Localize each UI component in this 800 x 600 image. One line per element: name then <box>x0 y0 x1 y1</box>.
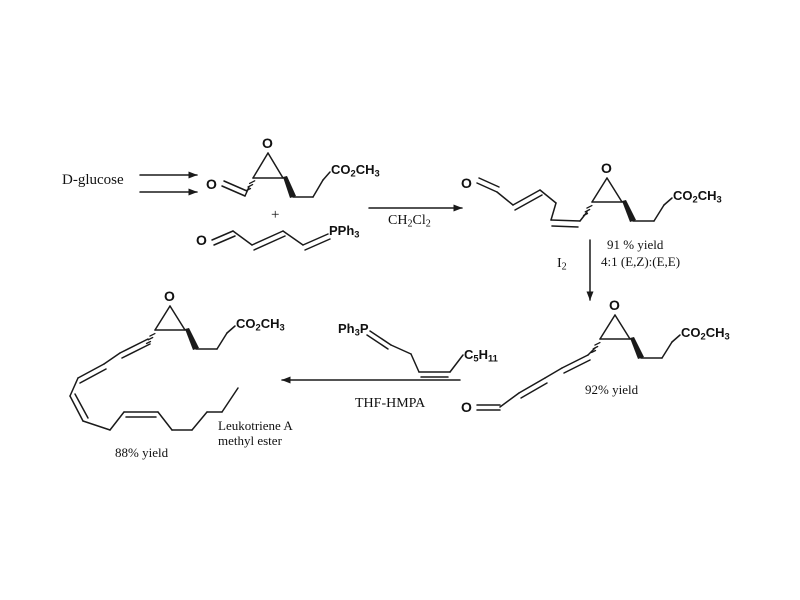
yield-step3: 88% yield <box>115 445 169 460</box>
structure-EE-dienal-epoxide-ester <box>476 314 681 411</box>
ester-label-structure4: CO2CH3 <box>236 316 285 333</box>
hashed-bond-structure2 <box>582 204 593 217</box>
condition-step1-solvent: CH2Cl2 <box>388 213 431 230</box>
structure-epoxy-aldehyde-ester <box>221 152 331 198</box>
phosphorane-label-2: Ph3P <box>338 321 369 338</box>
yield-step1: 91 % yield <box>607 237 664 252</box>
arrow-dglucose-multistep <box>139 171 198 196</box>
aldehyde-oxygen-structure2: O <box>461 175 472 191</box>
epoxide-oxygen-structure4: O <box>164 288 175 304</box>
condition-step3-solvent: THF-HMPA <box>355 396 426 411</box>
epoxide-oxygen-structure3: O <box>609 297 620 313</box>
plus-sign: + <box>271 207 280 223</box>
structure-dienyl-phosphorane <box>211 230 331 251</box>
aldehyde-oxygen-structure3: O <box>461 399 472 415</box>
aldehyde-oxygen-phosphorane1: O <box>196 232 207 248</box>
product-caption: Leukotriene A methyl ester <box>218 418 293 448</box>
epoxide-oxygen-structure2: O <box>601 160 612 176</box>
product-caption-line1: Leukotriene A <box>218 418 293 433</box>
hashed-bond-structure4 <box>145 332 156 345</box>
hashed-bond-structure1 <box>245 180 256 192</box>
label-d-glucose: D-glucose <box>62 172 124 188</box>
epoxide-oxygen-structure1: O <box>262 135 273 151</box>
hashed-bond-structure3 <box>590 341 601 354</box>
structure-dienal-epoxide-ester <box>476 177 673 228</box>
structure-pentenyl-phosphorane <box>366 330 464 378</box>
condition-step2-reagent: I2 <box>557 256 567 273</box>
ester-label-structure1: CO2CH3 <box>331 162 380 179</box>
pentyl-label: C5H11 <box>464 347 498 364</box>
aldehyde-oxygen-structure1: O <box>206 176 217 192</box>
product-caption-line2: methyl ester <box>218 432 282 448</box>
structure-leukotriene-a-methyl-ester <box>69 305 239 431</box>
ester-label-structure3: CO2CH3 <box>681 325 730 342</box>
ester-label-structure2: CO2CH3 <box>673 188 722 205</box>
selectivity-step1: 4:1 (E,Z):(E,E) <box>601 254 681 269</box>
phosphorane-label-1: PPh3 <box>329 223 360 240</box>
yield-step2: 92% yield <box>585 382 639 397</box>
